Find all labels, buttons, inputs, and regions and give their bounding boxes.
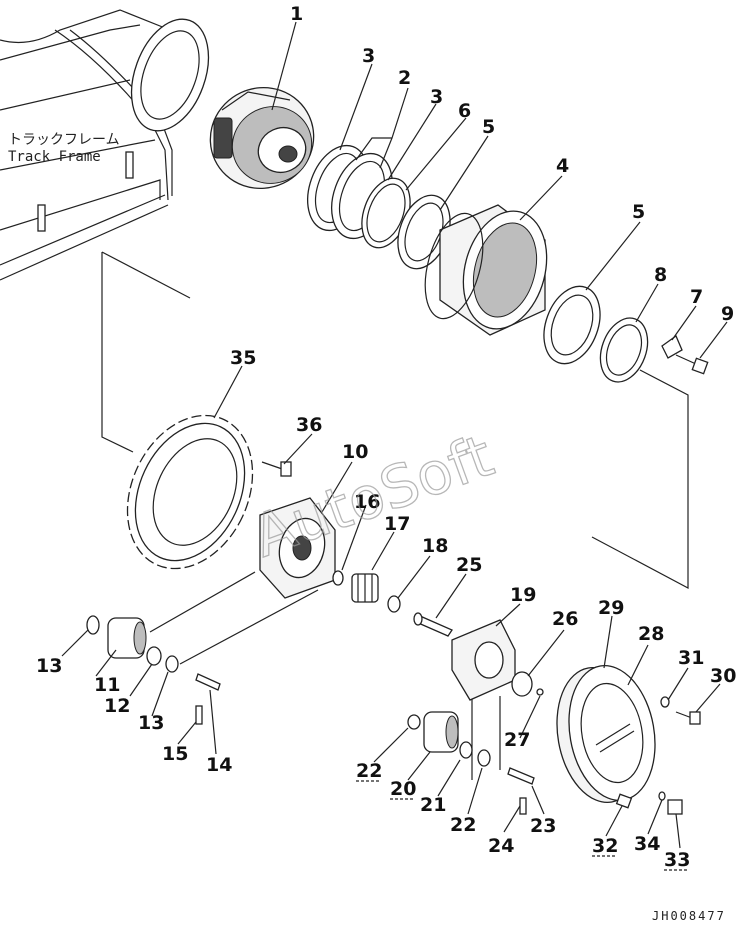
- part-35-sprocket: [126, 414, 254, 570]
- callout-13-right: 13: [138, 712, 164, 734]
- callout-21: 21: [420, 794, 446, 816]
- callout-23: 23: [530, 815, 556, 837]
- callout-36: 36: [296, 414, 322, 436]
- callout-4: 4: [556, 155, 569, 177]
- part-34-o-ring: [658, 791, 666, 801]
- callout-18: 18: [422, 535, 448, 557]
- callout-26: 26: [552, 608, 578, 630]
- callout-3-lower: 3: [430, 86, 443, 108]
- callout-28: 28: [638, 623, 664, 645]
- part-1-final-drive: [209, 86, 315, 190]
- callout-7: 7: [690, 286, 703, 308]
- callout-25: 25: [456, 554, 482, 576]
- part-16-washer: [332, 570, 344, 586]
- callout-16: 16: [354, 491, 380, 513]
- callout-35: 35: [230, 347, 256, 369]
- part-36-bolt: [261, 461, 292, 477]
- part-6-o-ring: [361, 177, 411, 249]
- callout-30: 30: [710, 665, 736, 687]
- part-31-washer: [660, 696, 670, 708]
- part-25-shaft: [413, 612, 453, 637]
- part-8-ring: [599, 317, 649, 383]
- part-5-bearing-right: [543, 285, 601, 365]
- callout-8: 8: [654, 264, 667, 286]
- callout-31: 31: [678, 647, 704, 669]
- callout-24: 24: [488, 835, 514, 857]
- part-13-ring-upper: [86, 615, 100, 635]
- callout-1: 1: [290, 3, 303, 25]
- part-29-cover: [556, 664, 656, 804]
- part-22-ring-left: [407, 714, 421, 730]
- callout-27: 27: [504, 729, 530, 751]
- part-13-ring-lower: [165, 655, 179, 673]
- callout-12: 12: [104, 695, 130, 717]
- part-17-bearing: [351, 573, 379, 603]
- part-32-plug: [615, 793, 633, 809]
- part-19-plate: [451, 619, 516, 701]
- assembly-guide-lines: [101, 251, 689, 780]
- callout-10: 10: [342, 441, 368, 463]
- part-23-shaft: [507, 767, 535, 785]
- part-7-lock-plate: [661, 335, 683, 359]
- callout-32: 32: [592, 835, 618, 857]
- part-26-ring: [511, 671, 533, 697]
- frame-label-en: Track Frame: [8, 149, 101, 165]
- part-30-bolt: [675, 711, 701, 725]
- callout-22-left: 22: [356, 760, 382, 782]
- part-27-ball: [536, 688, 544, 696]
- callout-33: 33: [664, 849, 690, 871]
- callout-3-upper: 3: [362, 45, 375, 67]
- part-10-carrier: [259, 497, 336, 599]
- callout-11: 11: [94, 674, 120, 696]
- callout-5-lower: 5: [632, 201, 645, 223]
- callout-29: 29: [598, 597, 624, 619]
- part-4-hub: [424, 204, 548, 336]
- callout-17: 17: [384, 513, 410, 535]
- callout-9: 9: [721, 303, 734, 325]
- callout-13-left: 13: [36, 655, 62, 677]
- callout-labels: 1 2 3 3 4 5 5 6 7 8 9 10 11 12 13 13 14 …: [36, 3, 736, 871]
- part-12-bearing: [146, 646, 162, 666]
- part-15-pin: [195, 705, 203, 725]
- part-21-bearing: [459, 741, 473, 759]
- callout-34: 34: [634, 833, 660, 855]
- callout-22-right: 22: [450, 814, 476, 836]
- leader-lines: [61, 21, 728, 849]
- part-22-ring-right: [477, 749, 491, 767]
- callout-6: 6: [458, 100, 471, 122]
- document-code: JH008477: [652, 909, 726, 923]
- callout-19: 19: [510, 584, 536, 606]
- part-24-pin: [519, 797, 527, 815]
- callout-5-upper: 5: [482, 116, 495, 138]
- watermark-text: AutoSoft: [244, 421, 501, 570]
- part-33-plug: [667, 799, 683, 815]
- callout-underlines: [356, 780, 688, 871]
- callout-2: 2: [398, 67, 411, 89]
- part-18-washer: [387, 595, 401, 613]
- part-11-gear: [107, 617, 147, 659]
- track-frame: トラックフレーム Track Frame: [0, 9, 210, 281]
- callout-15: 15: [162, 743, 188, 765]
- callout-14: 14: [206, 754, 232, 776]
- part-14-shaft: [195, 673, 221, 691]
- part-20-gear: [423, 711, 459, 753]
- frame-label-jp: トラックフレーム: [8, 132, 120, 148]
- part-9-bolt: [675, 354, 709, 375]
- callout-20: 20: [390, 778, 416, 800]
